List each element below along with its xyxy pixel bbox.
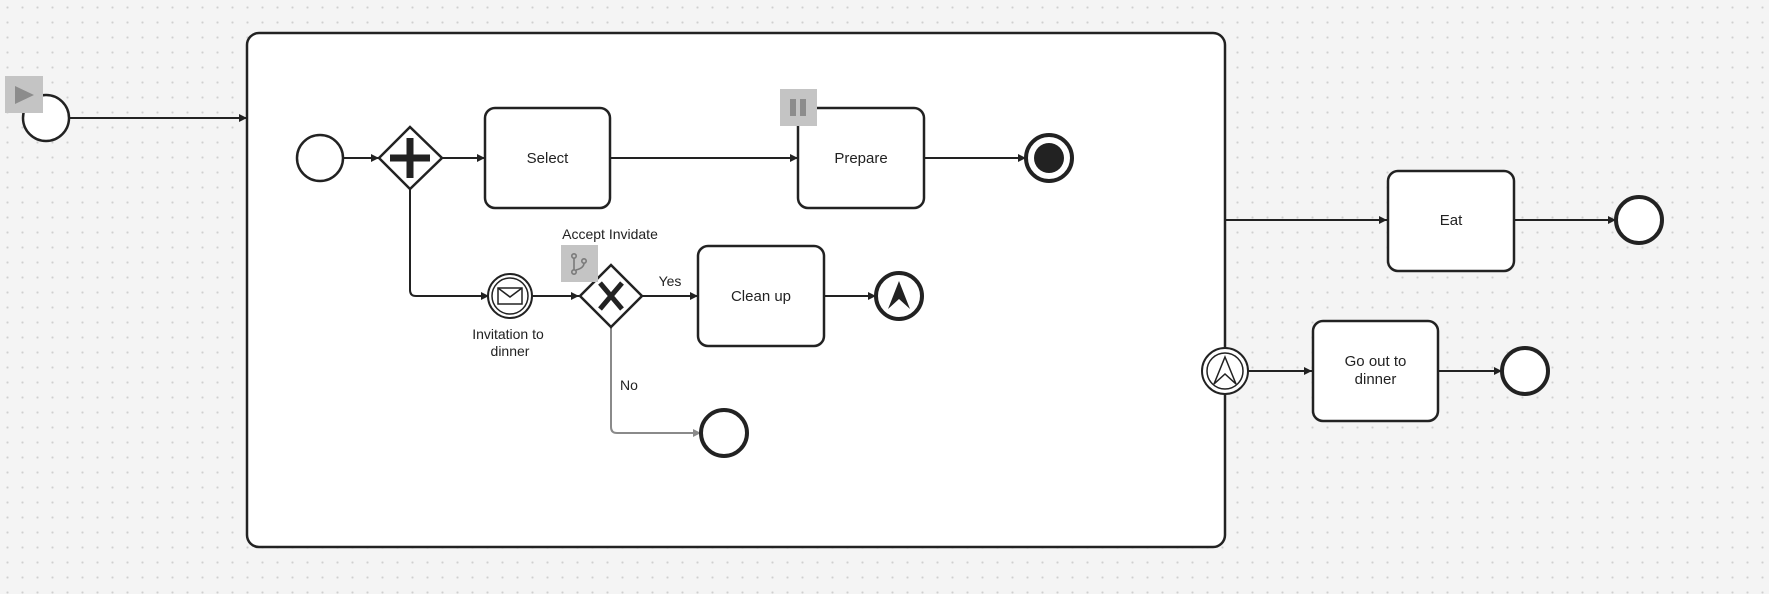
envelope-icon: [497, 287, 523, 305]
pause-icon: [790, 99, 806, 116]
rejected-end-event[interactable]: [699, 408, 749, 458]
terminate-end-event[interactable]: [1024, 133, 1074, 183]
inner-start-event[interactable]: [295, 133, 345, 183]
flow-parallel-to-message-event[interactable]: [409, 189, 489, 300]
task-go-out-label-line2: dinner: [1355, 371, 1397, 388]
escalation-icon: [1213, 355, 1237, 385]
task-prepare[interactable]: Prepare: [796, 106, 926, 210]
task-clean-up[interactable]: Clean up: [696, 244, 826, 348]
eat-end-event[interactable]: [1614, 195, 1664, 245]
play-icon: [15, 86, 34, 104]
task-prepare-label: Prepare: [834, 150, 887, 167]
parallel-gateway-plus-icon: [390, 138, 430, 178]
escalation-end-event[interactable]: [874, 271, 924, 321]
parallel-gateway[interactable]: [377, 125, 444, 191]
escalation-icon: [888, 281, 910, 309]
message-event-label-line1: Invitation to: [472, 326, 544, 342]
task-clean-up-label: Clean up: [731, 288, 791, 305]
exclusive-gateway-x-icon: [598, 281, 624, 311]
yes-flow-label: Yes: [659, 273, 682, 289]
no-flow-label: No: [620, 377, 638, 393]
task-go-out-to-dinner[interactable]: Go out to dinner: [1311, 319, 1440, 423]
task-eat-label: Eat: [1440, 212, 1463, 229]
play-overlay[interactable]: [5, 76, 43, 113]
branch-icon: [570, 253, 587, 275]
task-select-label: Select: [527, 150, 570, 167]
pause-overlay[interactable]: [780, 89, 817, 126]
task-eat[interactable]: Eat: [1386, 169, 1516, 273]
go-out-end-event[interactable]: [1500, 346, 1550, 396]
task-select[interactable]: Select: [483, 106, 612, 210]
branch-overlay[interactable]: [561, 245, 598, 282]
message-catch-event[interactable]: [487, 273, 533, 319]
message-event-label-line2: dinner: [491, 343, 530, 359]
flow-no[interactable]: [610, 327, 701, 437]
boundary-escalation-event[interactable]: [1201, 347, 1249, 395]
task-go-out-label-line1: Go out to: [1345, 353, 1407, 370]
exclusive-gateway-label: Accept Invidate: [562, 226, 658, 242]
